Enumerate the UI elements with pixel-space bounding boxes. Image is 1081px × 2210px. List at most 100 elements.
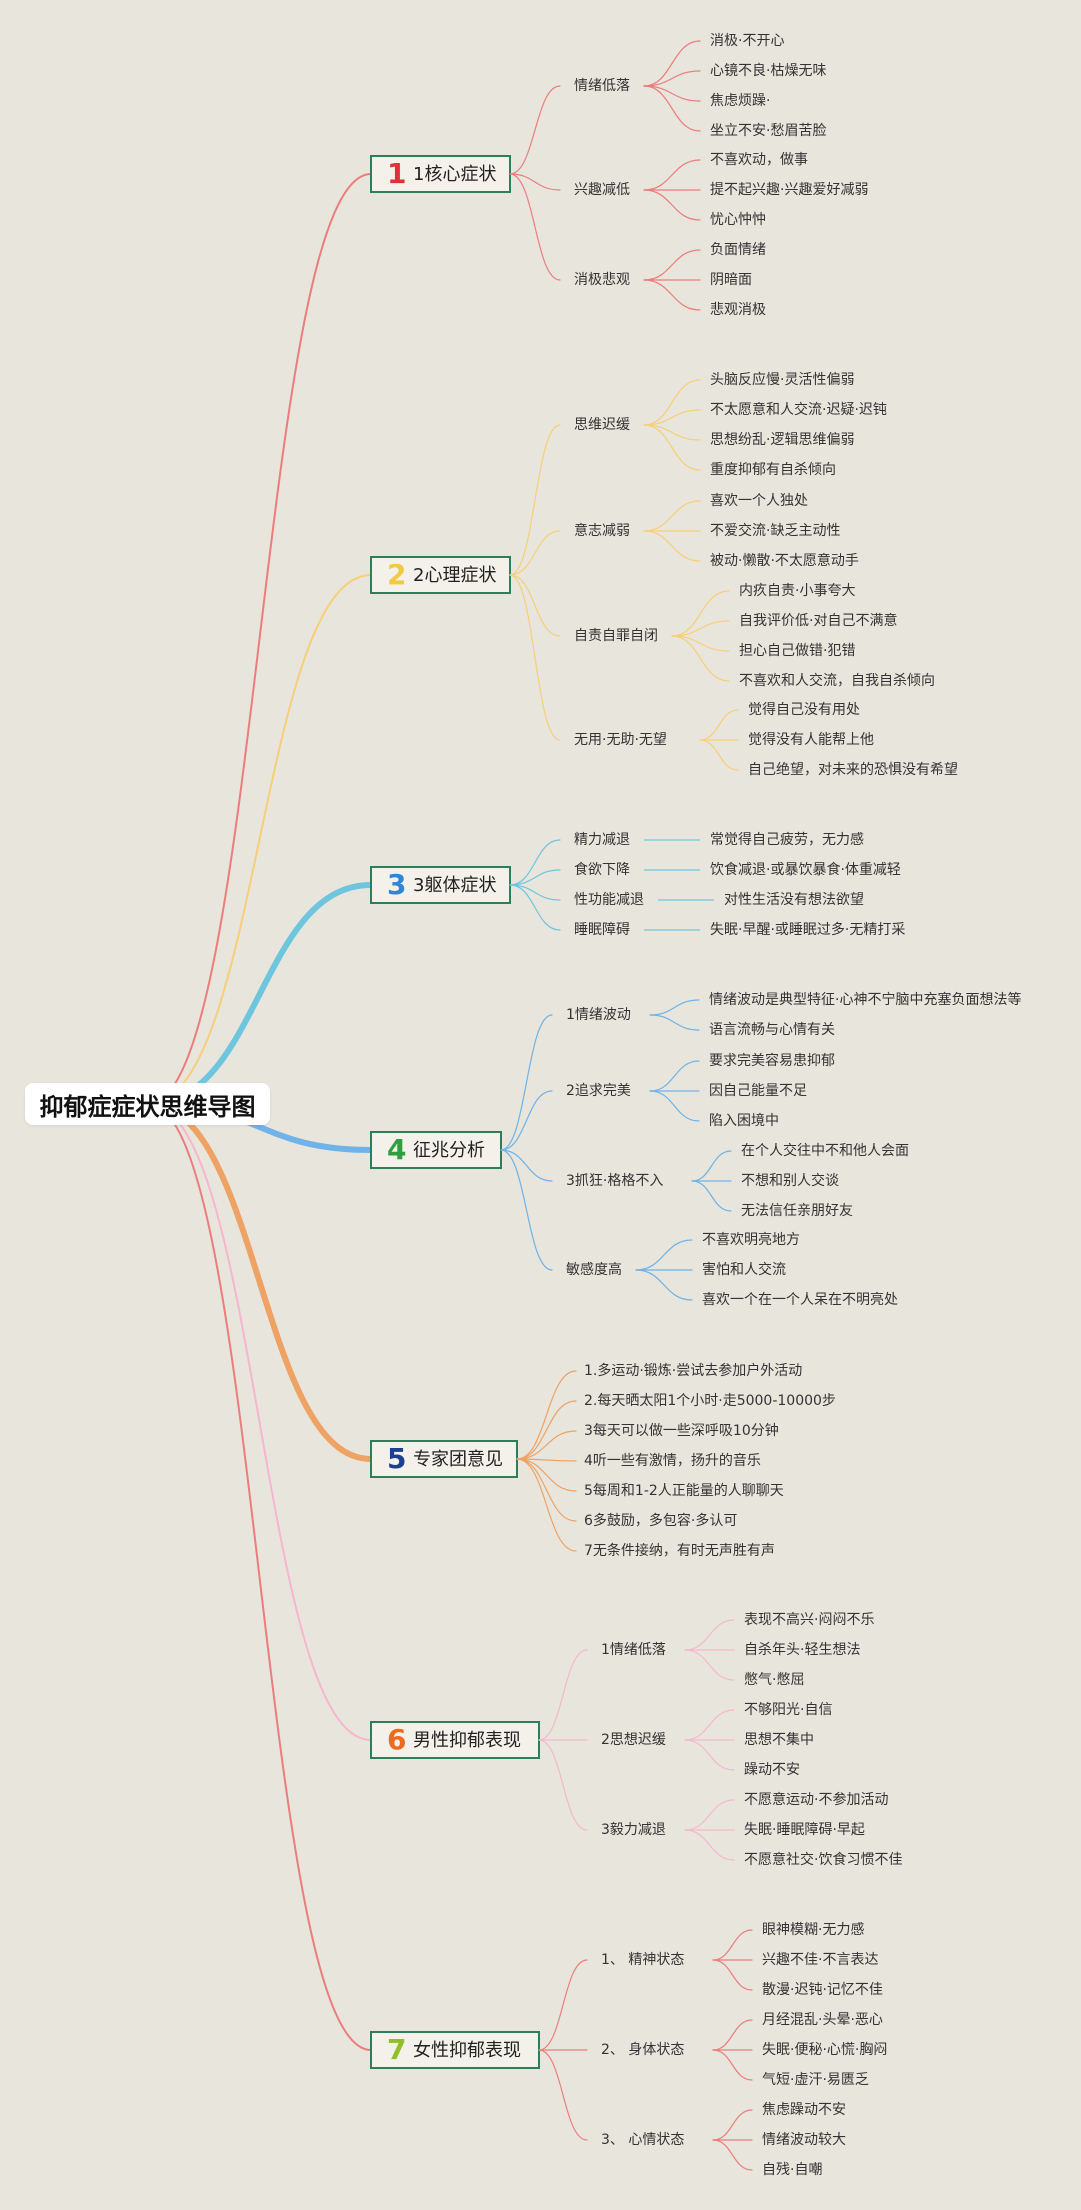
branch-7-item-connector [712, 1959, 753, 1991]
branch-3-item: 常觉得自己疲劳，无力感 [710, 831, 864, 848]
branch-2-group-label: 自责自罪自闭 [574, 628, 658, 644]
branch-7-number: 7 [387, 2033, 406, 2066]
branch-6-group-label: 3毅力减退 [601, 1821, 666, 1838]
branch-4-group-label: 2追求完美 [566, 1083, 631, 1099]
branch-7-group-label: 3、 心情状态 [601, 2132, 684, 2148]
branch-5-item-connector [516, 1400, 577, 1460]
branch-7-item: 自残·自嘲 [762, 2162, 822, 2178]
branch-1-group-label: 兴趣减低 [574, 182, 630, 198]
branch-6-label: 男性抑郁表现 [413, 1730, 521, 1751]
branch-1-item-connector [643, 159, 701, 191]
branch-7-item: 月经混乱·头晕·恶心 [762, 2012, 883, 2028]
branch-1-item: 心镜不良·枯燥无味 [710, 63, 826, 79]
branch-2-item: 自我评价低·对自己不满意 [739, 612, 897, 629]
branch-1-item: 悲观消极 [710, 301, 766, 318]
branch-6-item: 不愿意社交·饮食习惯不佳 [744, 1851, 902, 1868]
branch-3-group-connector [509, 884, 561, 931]
branch-1-item: 阴暗面 [710, 272, 752, 288]
branch-2-group-label: 思维迟缓 [574, 417, 630, 433]
branch-4-item-connector [649, 999, 700, 1016]
branch-4-item-connector [649, 1014, 700, 1031]
branch-3-item: 对性生活没有想法欲望 [724, 892, 864, 908]
branch-6-item-connector [684, 1829, 735, 1861]
branch-1-item-connector [643, 249, 701, 281]
branch-6-connector [147, 1103, 372, 1741]
branch-4-item-connector [691, 1150, 732, 1182]
branch-7-node[interactable]: 7 女性抑郁表现 [370, 2031, 540, 2069]
branch-4-item: 语言流畅与心情有关 [709, 1022, 835, 1038]
branch-7-group-label: 1、 精神状态 [601, 1952, 684, 1968]
branch-2-group-connector [509, 574, 561, 637]
branch-7-item: 眼神模糊·无力感 [762, 1921, 864, 1938]
branch-2-box [370, 556, 511, 594]
branch-7-item-connector [712, 2109, 753, 2141]
branch-5-item-connector [516, 1458, 577, 1552]
branch-6-group-label: 2思想迟缓 [601, 1732, 666, 1748]
branch-4-item: 喜欢一个在一个人呆在不明亮处 [702, 1291, 898, 1308]
branch-7-group-label: 2、 身体状态 [601, 2042, 684, 2058]
branch-6-item: 表现不高兴·闷闷不乐 [744, 1611, 874, 1628]
branch-2-item-connector [643, 530, 701, 562]
branch-2-label: 2心理症状 [413, 565, 496, 586]
branch-2-item-connector [671, 635, 730, 652]
branch-7-label: 女性抑郁表现 [413, 2040, 521, 2061]
branch-2-item: 不爱交流·缺乏主动性 [710, 522, 840, 539]
branch-6-item: 思想不集中 [744, 1731, 814, 1748]
branch-5-label: 专家团意见 [413, 1449, 503, 1470]
branch-1-group-connector [509, 173, 561, 281]
branch-7-item: 情绪波动较大 [762, 2132, 846, 2148]
branch-2-item: 不太愿意和人交流·迟疑·迟钝 [710, 401, 887, 418]
branch-6-group-connector [538, 1649, 588, 1741]
branch-6-item-connector [684, 1799, 735, 1831]
branch-4-label: 征兆分析 [413, 1140, 485, 1161]
branch-3-item: 失眠·早醒·或睡眠过多·无精打采 [710, 921, 905, 938]
branch-1-item: 消极·不开心 [710, 33, 784, 49]
branch-2-item-connector [643, 379, 701, 426]
branch-7-item: 气短·虚汗·易匮乏 [762, 2072, 869, 2088]
branch-7-item-connector [712, 2139, 753, 2171]
branch-4-group-label: 敏感度高 [566, 1261, 622, 1278]
branch-7-item: 焦虑躁动不安 [762, 2102, 846, 2118]
branch-4-item: 无法信任亲朋好友 [741, 1203, 853, 1219]
branch-1-group-connector [509, 85, 561, 175]
branch-2-item-connector [699, 739, 739, 771]
branch-3-group-label: 精力减退 [574, 832, 630, 848]
branch-7-item-connector [712, 2019, 753, 2051]
branch-4-group-connector [500, 1149, 553, 1271]
branch-2-item: 喜欢一个人独处 [710, 493, 808, 509]
branch-4-item-connector [649, 1060, 700, 1092]
branch-2-group-connector [509, 424, 561, 576]
branch-2-group-label: 意志减弱 [574, 522, 630, 539]
branch-5-item-connector [516, 1370, 577, 1460]
branch-1-item: 不喜欢动，做事 [710, 152, 808, 168]
branch-3-item: 饮食减退·或暴饮暴食·体重减轻 [710, 861, 901, 878]
branch-5-item: 4听一些有激情，扬升的音乐 [584, 1452, 761, 1469]
branch-4-item: 情绪波动是典型特征·心神不宁脑中充塞负面想法等 [709, 991, 1021, 1008]
branch-6-item-connector [684, 1619, 735, 1651]
branch-4-group-label: 1情绪波动 [566, 1007, 631, 1023]
branch-7-group-connector [538, 1959, 588, 2051]
branch-2-item: 被动·懒散·不太愿意动手 [710, 552, 859, 569]
branch-6-box [370, 1721, 540, 1759]
branch-1-item: 负面情绪 [710, 242, 766, 258]
branch-6-item: 躁动不安 [744, 1762, 800, 1778]
branch-4-item: 要求完美容易患抑郁 [709, 1052, 835, 1069]
branch-2-group-label: 无用·无助·无望 [574, 732, 667, 748]
branch-5-item: 7无条件接纳，有时无声胜有声 [584, 1542, 775, 1559]
branch-2-item: 担心自己做错·犯错 [739, 643, 855, 659]
branch-7-item-connector [712, 1929, 753, 1961]
branch-6-item: 不够阳光·自信 [744, 1702, 832, 1718]
branch-4-item: 不想和别人交谈 [741, 1172, 839, 1189]
branch-5-item-connector [516, 1458, 577, 1492]
branch-3-group-connector [509, 869, 561, 886]
branch-1-item-connector [643, 85, 701, 102]
root-node[interactable]: 抑郁症症状思维导图 [25, 1083, 270, 1125]
branch-2-item: 觉得自己没有用处 [748, 701, 860, 718]
branch-5-connector [145, 1101, 374, 1462]
